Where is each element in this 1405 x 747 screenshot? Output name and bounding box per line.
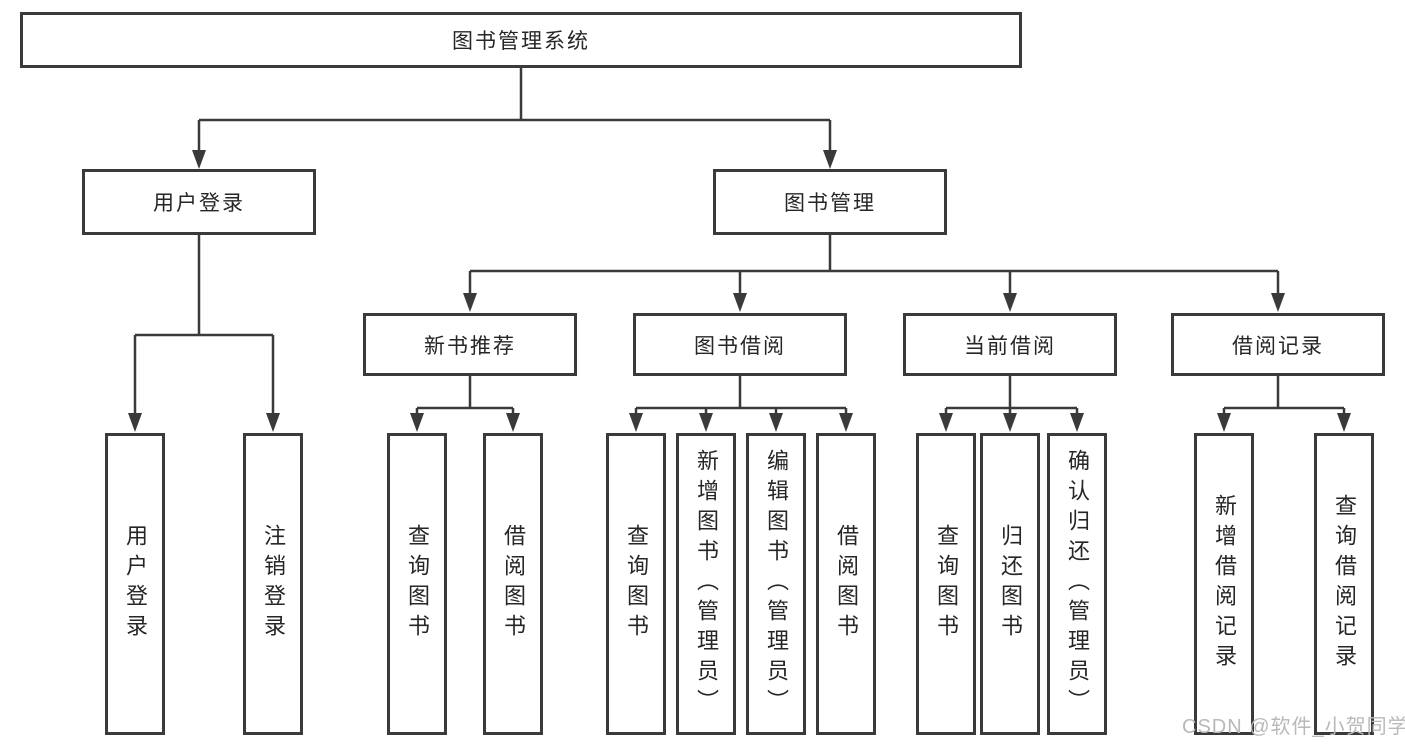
node-book-management: 图书管理 xyxy=(713,169,947,235)
connector-paths xyxy=(133,68,1346,416)
arrowheads xyxy=(128,150,1351,432)
leaf-query-books-current: 查询图书 xyxy=(916,433,976,735)
node-system-root: 图书管理系统 xyxy=(20,12,1022,68)
leaf-borrow-books-borrowing: 借阅图书 xyxy=(816,433,876,735)
leaf-add-borrow-record: 新增借阅记录 xyxy=(1194,433,1254,735)
leaf-user-login: 用户登录 xyxy=(105,433,165,735)
node-user-login: 用户登录 xyxy=(82,169,316,235)
node-new-book-recommend: 新书推荐 xyxy=(363,313,577,376)
leaf-logout: 注销登录 xyxy=(243,433,303,735)
leaf-add-book-admin: 新增图书（管理员） xyxy=(676,433,736,735)
csdn-watermark: CSDN @软件_小贺同学 xyxy=(1182,716,1405,738)
leaf-edit-book-admin: 编辑图书（管理员） xyxy=(746,433,806,735)
leaf-confirm-return-admin: 确认归还（管理员） xyxy=(1047,433,1107,735)
leaf-query-books-recommend: 查询图书 xyxy=(387,433,447,735)
leaf-query-books-borrowing: 查询图书 xyxy=(606,433,666,735)
node-book-borrowing: 图书借阅 xyxy=(633,313,847,376)
leaf-borrow-books-recommend: 借阅图书 xyxy=(483,433,543,735)
leaf-return-book: 归还图书 xyxy=(980,433,1040,735)
node-current-borrowing: 当前借阅 xyxy=(903,313,1117,376)
node-borrowing-records: 借阅记录 xyxy=(1171,313,1385,376)
leaf-query-borrow-record: 查询借阅记录 xyxy=(1314,433,1374,735)
